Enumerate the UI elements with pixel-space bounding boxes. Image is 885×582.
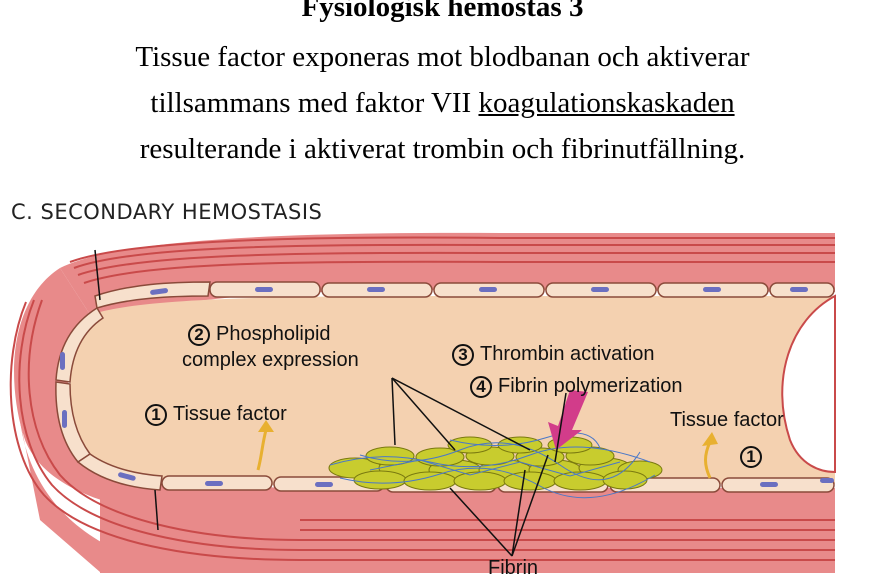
step-2-badge: 2 (188, 323, 210, 346)
vessel-lumen (70, 296, 835, 486)
vessel-wall-bottom-curve (20, 420, 200, 572)
label-fibrin-polymerization: 4 Fibrin polymerization (470, 374, 683, 398)
endothelium-bottom-nuclei (205, 478, 834, 487)
body-line-1: Tissue factor exponeras mot blodbanan oc… (135, 41, 750, 73)
slide-title: Fysiologisk hemostas 3 (301, 0, 584, 23)
fibrin-mesh (329, 432, 656, 499)
thrombin-arrow (548, 390, 588, 450)
endothelium-left-nuclei (60, 352, 136, 481)
label-complex-expression: complex expression (182, 349, 359, 371)
wall-stripes-top (69, 236, 835, 284)
step-1-badge-right-wrap: 1 (740, 444, 768, 468)
endothelium-left (55, 306, 163, 491)
label-phospholipid-line1: Phospholipid (216, 323, 331, 345)
label-fibrin-polymerization-text: Fibrin polymerization (498, 375, 683, 397)
step-1-badge-left: 1 (145, 403, 167, 426)
tissue-factor-arrow-left (256, 429, 268, 471)
vessel-cut-line-bottom (154, 489, 159, 531)
slide-body-text: Tissue factor exponeras mot blodbanan oc… (20, 34, 865, 172)
endothelium-top-nuclei (150, 287, 808, 295)
label-fibrin: Fibrin (488, 557, 539, 579)
label-tissue-factor-left-text: Tissue factor (173, 403, 287, 425)
pointer-lines (391, 377, 567, 557)
label-phospholipid: 2 Phospholipid (188, 322, 331, 346)
step-4-badge: 4 (470, 375, 492, 398)
label-thrombin-text: Thrombin activation (480, 343, 655, 365)
label-thrombin-activation: 3 Thrombin activation (452, 342, 655, 366)
vessel-opening-right (781, 294, 836, 474)
step-3-badge: 3 (452, 343, 474, 366)
label-tissue-factor-right: Tissue factor (670, 409, 784, 431)
step-1-badge-right: 1 (740, 445, 762, 468)
vessel-wall-top (60, 232, 835, 330)
coagulation-cascade-link-text: koagulationskaskaden (478, 87, 735, 119)
label-tissue-factor-left: 1 Tissue factor (145, 402, 287, 426)
tissue-factor-arrow-right (704, 441, 712, 479)
body-line-3: resulterande i aktiverat trombin och fib… (139, 133, 746, 165)
wall-stripes-bottom (9, 299, 835, 561)
body-line-2: tillsammans med faktor VII koagulationsk… (20, 80, 865, 126)
vessel-cut-line-top (94, 249, 101, 301)
tissue-factor-arrowhead-right (702, 432, 718, 446)
body-line-2-text: tillsammans med faktor VII (150, 87, 479, 119)
tissue-factor-arrowhead-left (258, 420, 274, 432)
diagram-heading: C. SECONDARY HEMOSTASIS (11, 200, 323, 224)
